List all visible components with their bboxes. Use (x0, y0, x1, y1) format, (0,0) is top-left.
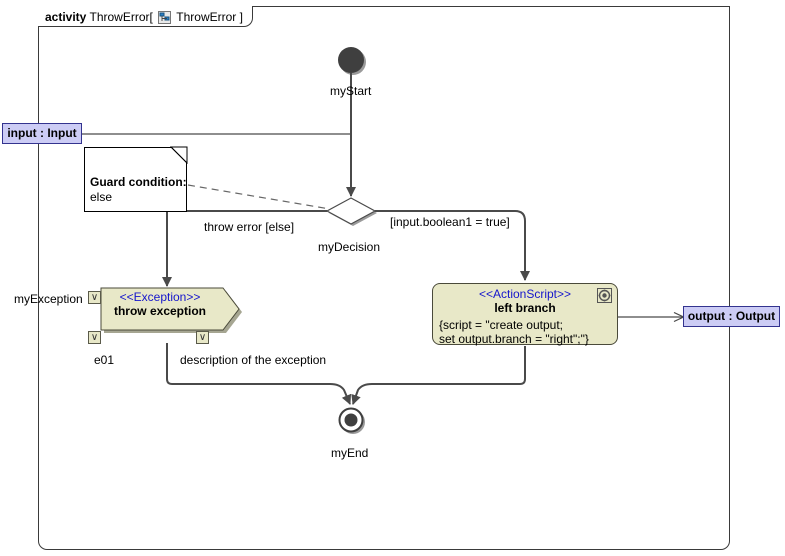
action-stereotype: <<ActionScript>> (478, 287, 572, 301)
end-node-label: myEnd (331, 446, 369, 460)
gear-icon[interactable] (597, 288, 612, 303)
exception-output-pin-left[interactable]: ∨ (88, 331, 101, 344)
else-guard-label: throw error [else] (204, 220, 295, 234)
start-node-label: myStart (330, 84, 372, 98)
decision-node-label: myDecision (318, 240, 381, 254)
activity-frame (38, 6, 730, 550)
action-script-line-2: set output.branch = "right";"} (439, 332, 589, 346)
exception-input-pin[interactable]: ∨ (88, 291, 101, 304)
exception-node-text: <<Exception>> throw exception (100, 286, 220, 319)
exception-node-name: throw exception (113, 304, 206, 318)
frame-qualified-name: ThrowError ] (176, 10, 243, 24)
exception-pin-label: e01 (94, 353, 115, 367)
action-script-body: {script = "create output; set output.bra… (433, 316, 617, 346)
guard-condition-note[interactable]: Guard condition: else (84, 146, 188, 212)
action-node-header: <<ActionScript>> left branch (433, 284, 617, 316)
exception-output-pin-right[interactable]: ∨ (196, 331, 209, 344)
note-value: else (90, 190, 113, 204)
frame-name: ThrowError[ (89, 10, 153, 24)
frame-title-tab: activity ThrowError[ ThrowError ] (38, 6, 253, 27)
action-script-line-1: {script = "create output; (439, 318, 563, 332)
frame-keyword: activity (45, 10, 87, 24)
true-guard-label: [input.boolean1 = true] (390, 215, 510, 229)
exception-outer-label: myException (14, 292, 83, 306)
exception-action-node[interactable]: <<Exception>> throw exception (100, 286, 240, 330)
note-body (84, 147, 187, 212)
action-script-node[interactable]: <<ActionScript>> left branch {script = "… (432, 283, 618, 346)
action-node-name: left branch (494, 301, 556, 315)
note-title: Guard condition: (90, 175, 187, 189)
note-text: Guard condition: else (90, 175, 187, 205)
exception-description-label: description of the exception (180, 353, 327, 367)
note-fold-icon (170, 146, 188, 164)
activity-diagram-icon (158, 11, 172, 24)
exception-stereotype: <<Exception>> (119, 290, 201, 304)
output-parameter-pin[interactable]: output : Output (683, 306, 780, 327)
input-parameter-pin[interactable]: input : Input (2, 123, 82, 144)
